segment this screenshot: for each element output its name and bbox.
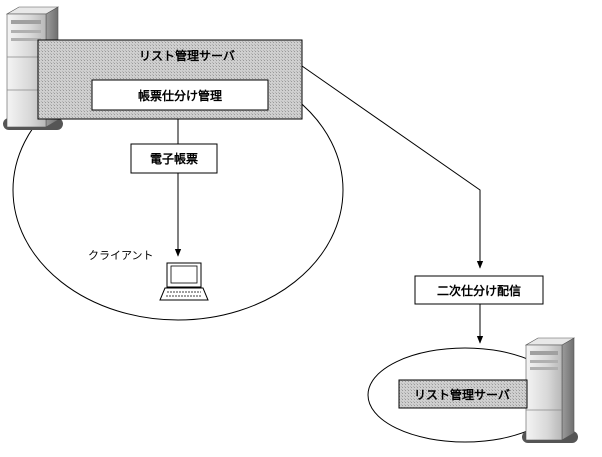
electronic-form-label: 電子帳票	[150, 151, 198, 166]
remote-server-box	[398, 379, 528, 409]
form-sorting-label: 帳票仕分け管理	[138, 88, 222, 103]
delivery-connector	[301, 65, 484, 269]
form-sorting-box	[91, 79, 269, 111]
laptop-icon	[159, 262, 209, 301]
main-server-label: リスト管理サーバ	[139, 48, 235, 63]
client-label: クライアント	[88, 249, 154, 262]
remote-server-tower-icon	[522, 337, 578, 443]
secondary-delivery-label: 二次仕分け配信	[437, 283, 521, 298]
remote-server-label: リスト管理サーバ	[414, 387, 510, 402]
secondary-delivery-box	[414, 275, 544, 305]
electronic-form-box	[130, 143, 218, 174]
